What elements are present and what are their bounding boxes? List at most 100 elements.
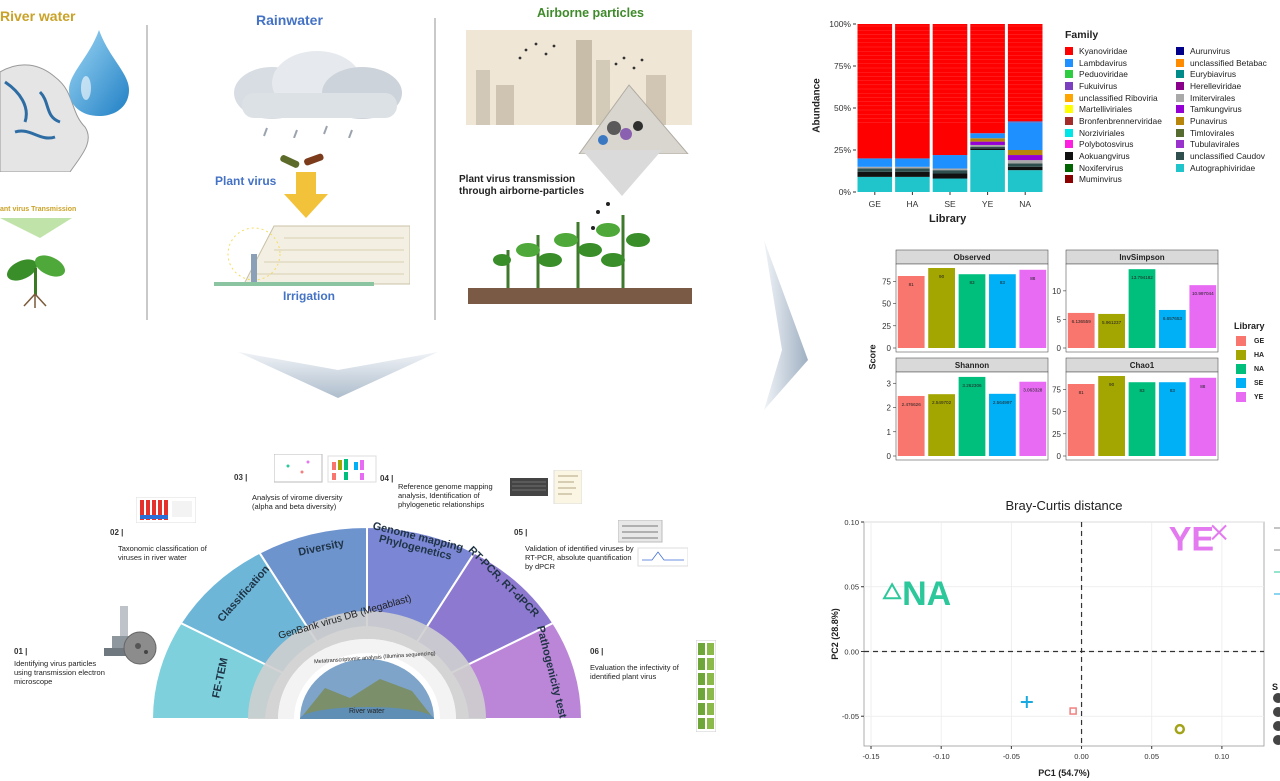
diversity-bar-label: 88 [1030, 276, 1036, 281]
air-title: Airborne particles [537, 6, 644, 20]
legend-label: Martelliviriales [1079, 104, 1133, 115]
down-chevron-arrow-icon [238, 352, 438, 398]
river-transmission-label: ant virus Transmission [0, 206, 77, 213]
air-caption-line2: through airborne-particles [459, 186, 585, 197]
workflow-fan [150, 525, 584, 720]
diversity-bar-label: 5.961237 [1102, 320, 1122, 325]
stacked-xtick-label: GE [869, 199, 882, 209]
diversity-bar-label: 10.997044 [1192, 291, 1214, 296]
diversity-bar [897, 276, 925, 348]
diversity-bar-label: 81 [909, 282, 915, 287]
tomato-plants-icon [468, 202, 692, 304]
stacked-ytick-label: 25% [834, 145, 851, 155]
stacked-bar-segment [895, 24, 930, 159]
library-legend-swatch [1236, 392, 1246, 402]
stacked-ytick-label: 0% [839, 187, 852, 197]
diversity-bar [897, 395, 925, 456]
pcoa-xtick-label: 0.00 [1074, 752, 1089, 761]
stacked-bar-segment [895, 171, 930, 177]
legend-swatch [1176, 116, 1184, 125]
pcoa-partial-legend-dot [1273, 707, 1280, 717]
legend-label: unclassified Betabac [1190, 57, 1267, 68]
pcoa-partial-legend-dot [1273, 693, 1280, 703]
legend-item: Autographiviridae [1176, 162, 1267, 174]
stacked-bar-segment [857, 176, 893, 192]
pcoa-point-ye [1211, 524, 1227, 541]
seedling-icon [7, 255, 65, 308]
legend-item: Norziviriales [1065, 127, 1162, 139]
pcoa-partial-legend: S [1272, 682, 1279, 692]
step-02-num: 02 | [110, 528, 124, 537]
pcoa-point-label-ye: YE [1169, 520, 1214, 558]
step-05-text: Validation of identified viruses by RT-P… [525, 544, 634, 571]
river-title: River water [0, 8, 76, 24]
library-legend-item: HA [1236, 348, 1264, 362]
stacked-xtick-label: YE [982, 199, 994, 209]
legend-label: Kyanoviridae [1079, 45, 1128, 56]
legend-item: Eurybiavirus [1176, 68, 1267, 80]
library-legend-item: SE [1236, 376, 1264, 390]
green-arrow-icon [0, 218, 72, 238]
stacked-bar-segment [932, 170, 968, 174]
diversity-bar-label: 3.063328 [1023, 388, 1043, 393]
legend-swatch [1176, 105, 1184, 114]
pcoa-point-ha [1174, 723, 1186, 735]
diversity-bar [928, 268, 955, 348]
legend-item: Kyanoviridae [1065, 45, 1162, 57]
diversity-bar-label: 2.564997 [993, 400, 1013, 405]
cloud-icon [234, 51, 402, 138]
legend-item: unclassified Caudov [1176, 150, 1267, 162]
pcoa-title: Bray-Curtis distance [1005, 498, 1122, 513]
legend-swatch [1065, 152, 1073, 161]
stacked-xtick-label: SE [944, 199, 956, 209]
step-04-text: Reference genome mapping analysis, Ident… [398, 482, 493, 509]
stacked-bar-segment [970, 150, 1005, 192]
stacked-bar-segment [857, 168, 893, 172]
legend-swatch [1065, 81, 1073, 90]
pcoa-plot-bg [863, 521, 1265, 747]
diversity-bar [1128, 269, 1156, 348]
stacked-ytick-label: 100% [829, 19, 851, 29]
diversity-bar [989, 274, 1016, 348]
legend-label: Autographiviridae [1190, 162, 1256, 173]
legend-item: Punavirus [1176, 115, 1267, 127]
library-legend-label: NA [1254, 365, 1265, 373]
legend-label: Norziviriales [1079, 127, 1125, 138]
diversity-bar-label: 3.262306 [962, 383, 982, 388]
legend-label: Lambdavirus [1079, 57, 1127, 68]
stacked-bar-segment [970, 141, 1005, 145]
library-legend-label: GE [1254, 337, 1265, 345]
legend-label: Bronfenbrennerviridae [1079, 115, 1162, 126]
facet-ytick-label: 25 [1052, 430, 1061, 439]
legend-swatch [1065, 46, 1073, 55]
step-03-num: 03 | [234, 473, 248, 482]
stacked-bar-segment [970, 24, 1005, 134]
stacked-bar-segment [970, 146, 1005, 149]
step-03-text: Analysis of virome diversity (alpha and … [252, 493, 343, 511]
legend-swatch [1176, 81, 1184, 90]
facet-title: Shannon [955, 361, 989, 370]
diversity-bar-label: 13.794182 [1131, 275, 1153, 280]
diversity-bar-label: 2.549702 [932, 400, 952, 405]
pcoa-ytick-label: 0.05 [844, 583, 859, 592]
legend-label: Tamkungvirus [1190, 104, 1242, 115]
legend-item: Imitervirales [1176, 92, 1267, 104]
step-02-text: Taxonomic classification of viruses in r… [118, 544, 207, 562]
library-legend-swatch [1236, 336, 1246, 346]
diversity-bar-label: 88 [1200, 384, 1206, 389]
score-label: Score [867, 344, 878, 370]
legend-item: Tamkungvirus [1176, 103, 1267, 115]
facet-ytick-label: 25 [882, 322, 891, 331]
stacked-xlabel: Library [929, 213, 967, 225]
legend-item: Tubulavirales [1176, 139, 1267, 151]
stacked-bar-segment [1007, 150, 1043, 156]
library-legend-title: Library [1234, 321, 1265, 331]
diversity-bar [1098, 313, 1125, 348]
legend-swatch [1065, 58, 1073, 67]
stacked-bar-thumbnail [136, 497, 196, 523]
diversity-bar-label: 83 [1139, 388, 1145, 393]
stacked-bar-segment [932, 173, 968, 179]
diversity-bar-label: 83 [969, 280, 975, 285]
